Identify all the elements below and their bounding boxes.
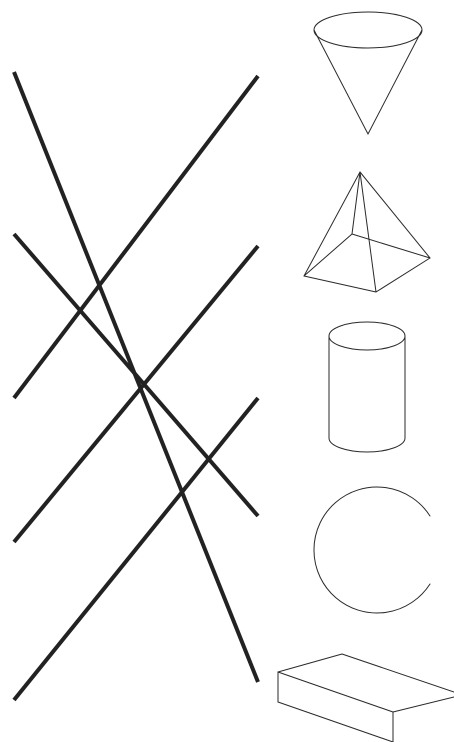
cone-icon	[314, 12, 422, 134]
connector-lines	[14, 72, 258, 700]
line-3	[14, 234, 258, 516]
sphere-icon	[314, 487, 430, 613]
line-5	[14, 398, 258, 700]
pyramid-icon	[304, 172, 430, 292]
cylinder-icon	[329, 322, 405, 452]
rectangular-prism-icon	[278, 654, 454, 742]
line-4	[14, 246, 258, 542]
line-2	[14, 76, 258, 398]
